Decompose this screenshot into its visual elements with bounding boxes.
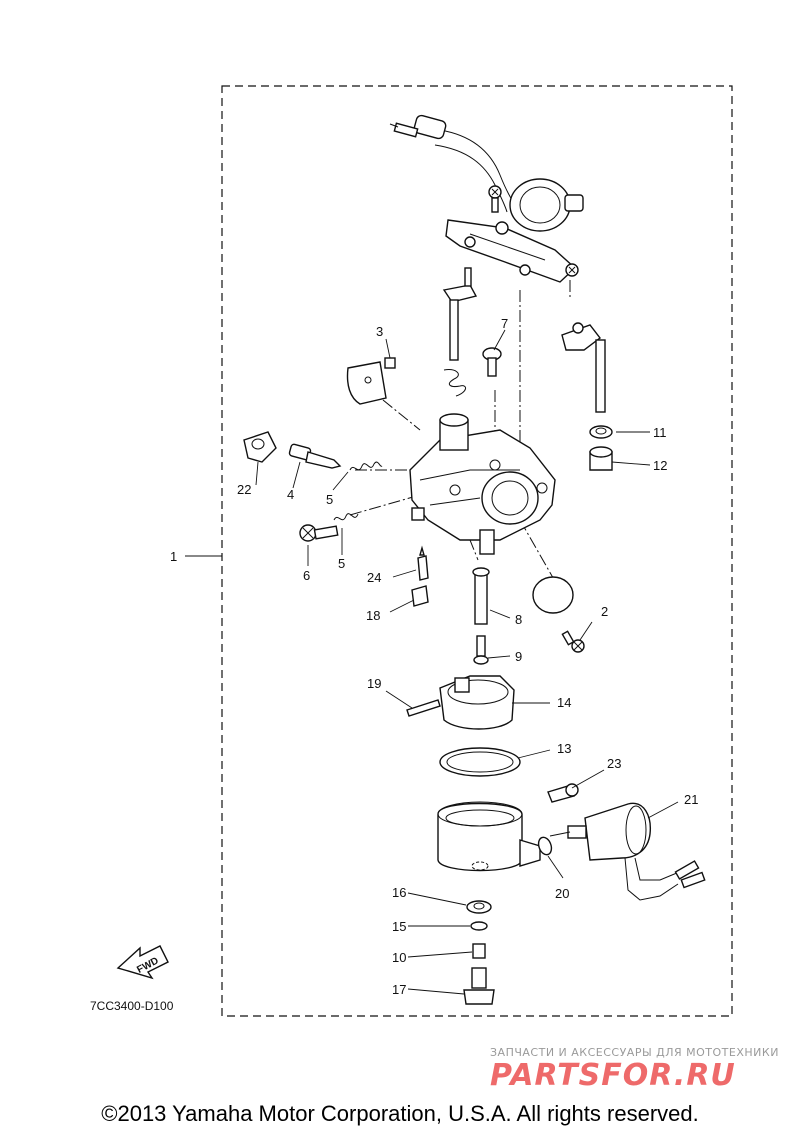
watermark: ЗАПЧАСТИ И АКСЕССУАРЫ ДЛЯ МОТОТЕХНИКИ PA… <box>490 1046 779 1093</box>
screw <box>482 347 502 377</box>
callout-21: 21 <box>684 792 698 807</box>
float-bowl <box>437 801 541 872</box>
callout-5a: 5 <box>326 492 333 507</box>
callout-18: 18 <box>366 608 380 623</box>
main-nozzle <box>472 567 490 665</box>
callout-11: 11 <box>653 425 667 440</box>
callout-labels: 1 2 3 4 5 5 6 7 8 9 10 11 12 13 14 15 16… <box>170 316 698 997</box>
callout-15: 15 <box>392 919 406 934</box>
fwd-arrow: FWD <box>116 945 169 980</box>
callout-10: 10 <box>392 950 406 965</box>
callout-23: 23 <box>607 756 621 771</box>
limiter-cap <box>243 431 277 463</box>
callout-19: 19 <box>367 676 381 691</box>
callout-6: 6 <box>303 568 310 583</box>
copyright-notice: ©2013 Yamaha Motor Corporation, U.S.A. A… <box>101 1101 699 1126</box>
watermark-brand: PARTSFOR.RU <box>490 1058 736 1093</box>
drain-bolt <box>463 967 495 1005</box>
callout-1: 1 <box>170 549 177 564</box>
callout-7: 7 <box>501 316 508 331</box>
callout-22: 22 <box>237 482 251 497</box>
callout-3: 3 <box>376 324 383 339</box>
leader-lines <box>255 329 679 995</box>
choke-actuator <box>389 114 584 283</box>
drawing-code: 7CC3400-D100 <box>90 999 174 1013</box>
callout-9: 9 <box>515 649 522 664</box>
callout-14: 14 <box>557 695 571 710</box>
callout-12: 12 <box>653 458 667 473</box>
throttle-shaft <box>442 267 478 397</box>
throttle-valve <box>532 576 585 653</box>
carburetor-body <box>409 413 556 555</box>
callout-2: 2 <box>601 604 608 619</box>
callout-5b: 5 <box>338 556 345 571</box>
callout-8: 8 <box>515 612 522 627</box>
callout-13: 13 <box>557 741 571 756</box>
plate <box>346 357 396 405</box>
callout-24: 24 <box>367 570 381 585</box>
float <box>439 675 515 730</box>
callout-20: 20 <box>555 886 569 901</box>
callout-4: 4 <box>287 487 294 502</box>
callout-16: 16 <box>392 885 406 900</box>
assembly-boundary <box>221 85 733 1017</box>
choke-shaft <box>561 322 606 413</box>
fuel-cut-solenoid <box>549 802 706 901</box>
throttle-stop-screw <box>299 524 339 542</box>
watermark-tagline: ЗАПЧАСТИ И АКСЕССУАРЫ ДЛЯ МОТОТЕХНИКИ <box>490 1046 779 1059</box>
callout-17: 17 <box>392 982 406 997</box>
pilot-screw <box>288 443 342 469</box>
